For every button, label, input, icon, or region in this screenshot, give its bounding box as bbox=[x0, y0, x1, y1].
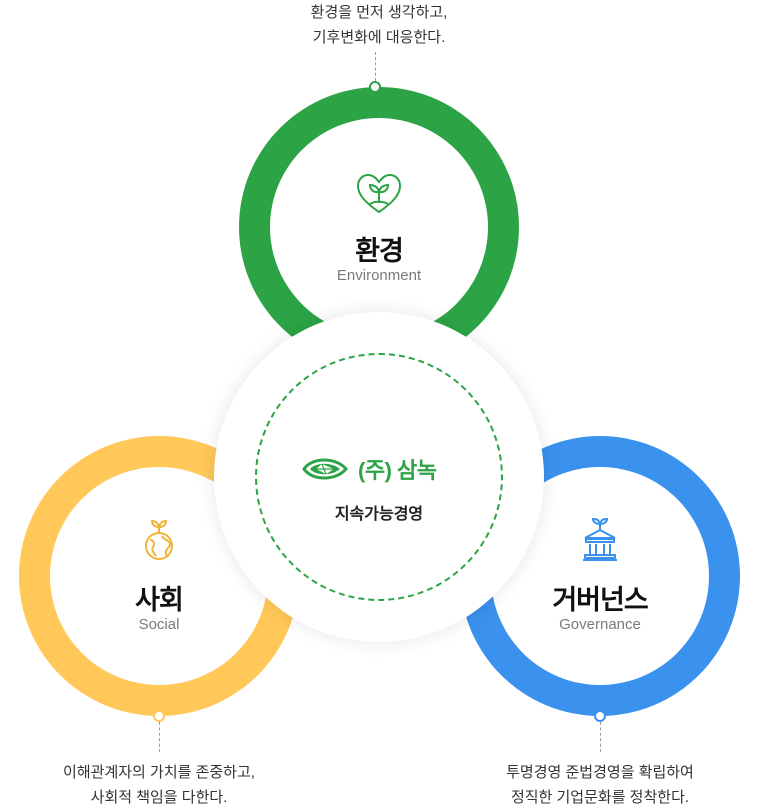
brand-name: (주) 삼녹 bbox=[358, 458, 437, 483]
governance-caption: 투명경영 준법경영을 확립하여 정직한 기업문화를 정착한다. bbox=[450, 760, 750, 810]
social-subtitle: Social bbox=[138, 616, 180, 633]
social-title: 사회 bbox=[135, 585, 184, 615]
center-circle bbox=[214, 312, 544, 642]
building-sprout-icon bbox=[583, 518, 617, 561]
governance-caption-line2: 정직한 기업문화를 정착한다. bbox=[510, 789, 690, 806]
social-caption: 이해관계자의 가치를 존중하고, 사회적 책임을 다한다. bbox=[9, 760, 309, 810]
environment-subtitle: Environment bbox=[336, 267, 422, 284]
environment-connector-dot bbox=[369, 81, 381, 93]
center-dashed-ring bbox=[255, 353, 503, 601]
governance-title: 거버넌스 bbox=[552, 585, 648, 615]
social-caption-line1: 이해관계자의 가치를 존중하고, bbox=[63, 764, 255, 781]
governance-connector-line bbox=[600, 722, 601, 752]
heart-sprout-icon bbox=[356, 173, 402, 214]
social-caption-line2: 사회적 책임을 다한다. bbox=[90, 789, 228, 806]
center-label: 지속가능경영 bbox=[334, 506, 424, 523]
samnok-leaf-logo bbox=[302, 458, 348, 480]
environment-caption-line1: 환경을 먼저 생각하고, bbox=[310, 4, 448, 21]
social-connector-line bbox=[159, 722, 160, 752]
brand-block: (주) 삼녹 bbox=[302, 451, 462, 487]
governance-connector-dot bbox=[594, 710, 606, 722]
globe-sprout-icon bbox=[145, 519, 173, 560]
governance-subtitle: Governance bbox=[559, 616, 641, 633]
environment-caption: 환경을 먼저 생각하고, 기후변화에 대응한다. bbox=[229, 0, 529, 50]
environment-connector-line bbox=[375, 52, 376, 86]
environment-caption-line2: 기후변화에 대응한다. bbox=[312, 29, 446, 46]
social-connector-dot bbox=[153, 710, 165, 722]
environment-inner-circle bbox=[270, 118, 488, 336]
environment-title: 환경 bbox=[355, 236, 404, 266]
governance-caption-line1: 투명경영 준법경영을 확립하여 bbox=[506, 764, 694, 781]
